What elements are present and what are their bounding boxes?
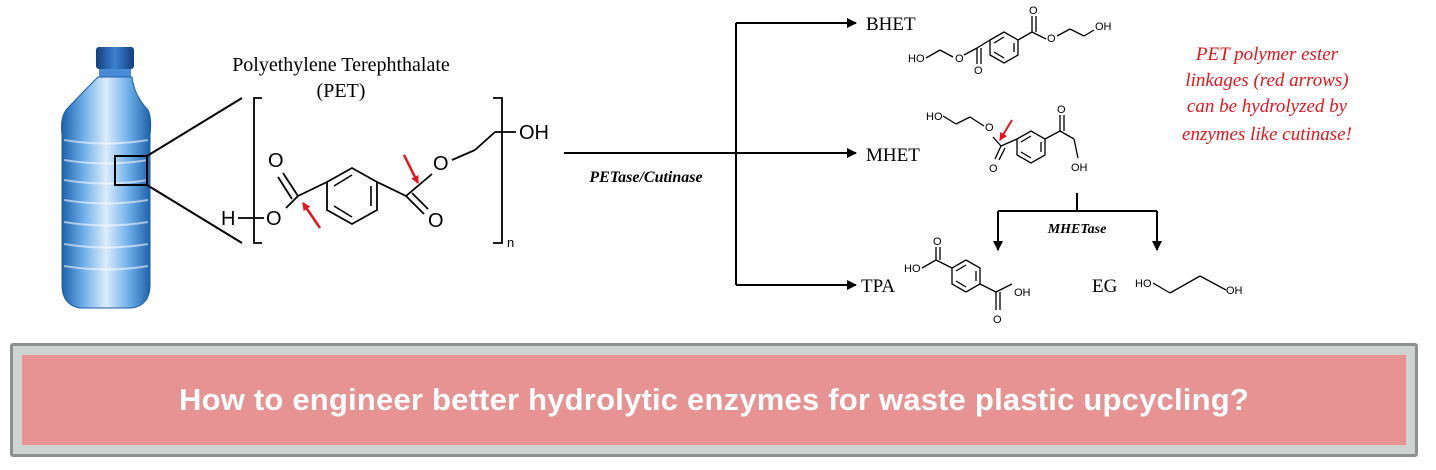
question-banner: How to engineer better hydrolytic enzyme… bbox=[10, 343, 1418, 457]
mhet-ester-arrow bbox=[999, 119, 1013, 141]
svg-text:HO: HO bbox=[926, 111, 943, 123]
ester-linkage-arrow-left bbox=[301, 202, 322, 229]
svg-text:OH: OH bbox=[1226, 285, 1243, 297]
label-eg: EG bbox=[1092, 276, 1118, 297]
svg-text:can be hydrolyzed by: can be hydrolyzed by bbox=[1187, 96, 1348, 117]
svg-text:HO: HO bbox=[908, 53, 925, 65]
label-mhet: MHET bbox=[866, 145, 920, 166]
water-bottle-image bbox=[61, 47, 152, 309]
svg-text:O: O bbox=[1029, 5, 1038, 17]
tpa-structure: HO O OH O bbox=[904, 236, 1031, 326]
svg-text:OH: OH bbox=[1095, 21, 1112, 33]
svg-text:O: O bbox=[933, 236, 942, 248]
svg-text:O: O bbox=[989, 163, 998, 175]
atom-o-carbonyl-right: O bbox=[428, 210, 444, 232]
atom-o-ester-right: O bbox=[433, 153, 449, 175]
pet-title-line2: (PET) bbox=[317, 80, 366, 102]
svg-text:O: O bbox=[985, 122, 994, 134]
hydrolysis-note: PET polymer ester linkages (red arrows) … bbox=[1182, 44, 1352, 145]
reaction-arrows bbox=[564, 18, 857, 290]
svg-text:enzymes like cutinase!: enzymes like cutinase! bbox=[1182, 124, 1352, 145]
svg-text:O: O bbox=[993, 314, 1002, 326]
zoom-box bbox=[114, 155, 148, 186]
right-bracket bbox=[493, 97, 503, 244]
svg-text:HO: HO bbox=[1135, 278, 1152, 290]
svg-text:O: O bbox=[1057, 104, 1066, 116]
zoom-line-bottom bbox=[146, 184, 243, 244]
atom-o-ester-left: O bbox=[266, 208, 282, 230]
ester-linkage-arrow-right bbox=[402, 154, 420, 184]
question-banner-fill: How to engineer better hydrolytic enzyme… bbox=[22, 355, 1406, 445]
svg-text:PET polymer ester: PET polymer ester bbox=[1195, 44, 1339, 65]
atom-o-carbonyl-left: O bbox=[268, 150, 284, 172]
svg-text:HO: HO bbox=[904, 263, 921, 275]
svg-text:linkages (red arrows): linkages (red arrows) bbox=[1185, 70, 1348, 91]
bhet-structure: HO O O O O OH bbox=[908, 5, 1112, 77]
enzyme-mhetase-label: MHETase bbox=[1047, 222, 1107, 237]
zoom-line-top bbox=[146, 97, 243, 157]
svg-text:O: O bbox=[955, 53, 964, 65]
pet-structure: Polyethylene Terephthalate (PET) n H O O… bbox=[221, 54, 549, 250]
question-text: How to engineer better hydrolytic enzyme… bbox=[179, 382, 1249, 417]
atom-h: H bbox=[221, 208, 235, 230]
atom-oh-end: OH bbox=[519, 122, 549, 144]
figure-canvas: Polyethylene Terephthalate (PET) n H O O… bbox=[61, 5, 1352, 326]
left-bracket bbox=[253, 97, 262, 244]
enzyme-petase-cutinase-label: PETase/Cutinase bbox=[588, 169, 702, 186]
svg-text:O: O bbox=[974, 65, 983, 77]
svg-text:OH: OH bbox=[1071, 162, 1088, 174]
label-bhet: BHET bbox=[866, 14, 916, 35]
label-tpa: TPA bbox=[861, 276, 895, 297]
repeat-n: n bbox=[507, 235, 514, 250]
svg-text:OH: OH bbox=[1014, 287, 1031, 299]
svg-text:O: O bbox=[1047, 33, 1056, 45]
mhetase-arrows bbox=[993, 193, 1162, 251]
eg-structure: HO OH bbox=[1135, 275, 1243, 297]
mhet-structure: HO O O O OH bbox=[926, 104, 1088, 175]
pet-title-line1: Polyethylene Terephthalate bbox=[232, 54, 450, 76]
